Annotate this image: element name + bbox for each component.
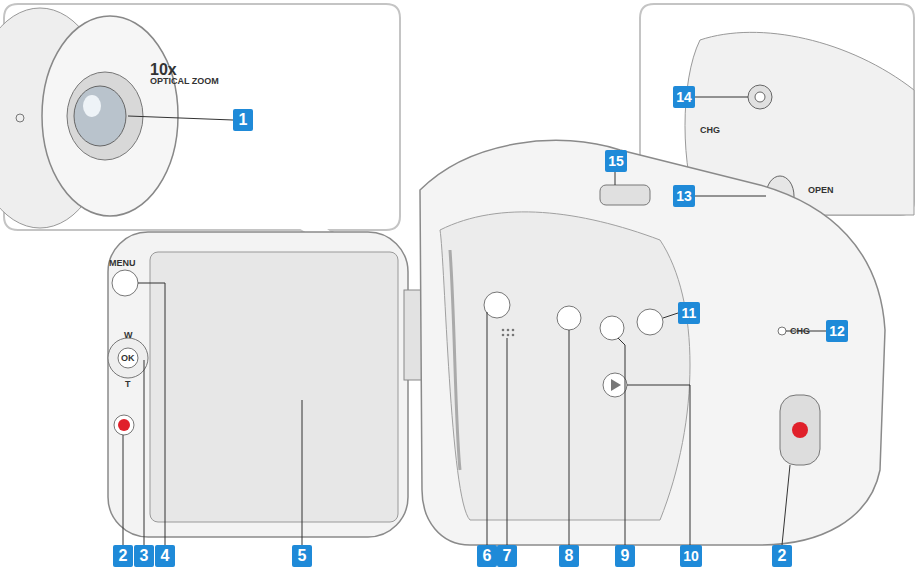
speaker-holes xyxy=(502,329,515,337)
lcd-screen xyxy=(150,252,398,522)
callout-number: 2 xyxy=(772,545,792,567)
callout-number: 13 xyxy=(673,185,695,207)
callout-number: 11 xyxy=(678,302,700,324)
device-marking: 10x xyxy=(150,62,177,78)
ok-button xyxy=(118,348,138,368)
callout-number: 8 xyxy=(559,545,579,567)
record-button-bezel xyxy=(114,415,134,435)
photo-button xyxy=(748,85,772,109)
control-panel xyxy=(440,212,690,520)
record-button-bezel xyxy=(780,395,820,465)
camcorder-body xyxy=(420,140,885,545)
power-button xyxy=(484,292,510,318)
record-button xyxy=(792,422,808,438)
callout-number: 14 xyxy=(673,86,695,108)
callout-number: 1 xyxy=(233,109,253,131)
charge-lamp xyxy=(778,327,786,335)
joystick-ring xyxy=(108,338,148,378)
photo-button-icon xyxy=(755,92,765,102)
play-icon xyxy=(611,379,621,391)
device-marking: OK xyxy=(121,353,135,364)
lens-reflection xyxy=(83,95,101,117)
menu-button xyxy=(112,270,138,296)
device-marking: CHG xyxy=(700,125,720,136)
lens-glass xyxy=(74,86,126,146)
callout-number: 4 xyxy=(155,545,175,567)
grip-groove xyxy=(450,250,460,470)
callout-number: 15 xyxy=(605,150,627,172)
device-marking: OPTICAL ZOOM xyxy=(150,76,219,87)
display-button xyxy=(600,316,624,340)
device-marking: OPEN xyxy=(808,185,834,196)
callout-number: 9 xyxy=(615,545,635,567)
callout-number: 3 xyxy=(134,545,154,567)
callout-number: 10 xyxy=(680,545,702,567)
lens-ring xyxy=(42,16,178,216)
view-button xyxy=(637,309,663,335)
callout-number: 7 xyxy=(497,545,517,567)
callout-number: 12 xyxy=(826,320,848,342)
leader-lines xyxy=(123,97,826,545)
device-marking: CHG xyxy=(790,326,810,337)
play-button xyxy=(603,373,627,397)
lcd-panel xyxy=(108,232,408,537)
callout-number: 6 xyxy=(477,545,497,567)
device-marking: W xyxy=(124,330,133,341)
device-marking: MENU xyxy=(109,258,136,269)
callout-number: 2 xyxy=(113,545,133,567)
record-button xyxy=(118,419,130,431)
zoom-lever xyxy=(600,185,650,205)
mode-button xyxy=(557,306,581,330)
callout-number: 5 xyxy=(292,545,312,567)
device-marking: T xyxy=(125,379,131,390)
screw xyxy=(16,114,24,122)
